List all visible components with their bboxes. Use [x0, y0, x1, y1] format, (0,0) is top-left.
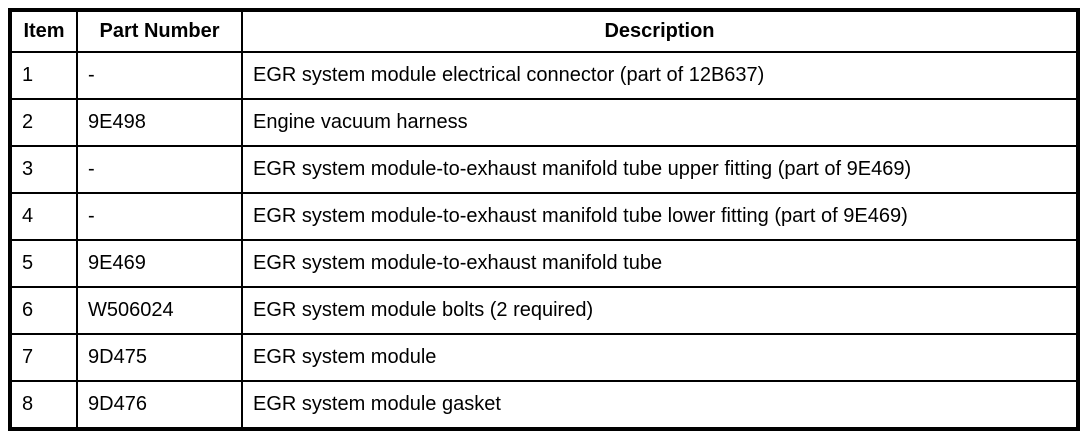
item-cell: 4 [9, 192, 78, 241]
item-cell: 6 [9, 286, 78, 335]
parts-table: Item Part Number Description 1-EGR syste… [8, 8, 1080, 431]
table-row: 1-EGR system module electrical connector… [9, 51, 1079, 100]
column-header-item: Item [9, 9, 78, 53]
part-number-cell: - [76, 145, 243, 194]
item-cell: 5 [9, 239, 78, 288]
table-header: Item Part Number Description [9, 9, 1079, 53]
item-cell: 8 [9, 380, 78, 430]
item-cell: 7 [9, 333, 78, 382]
part-number-cell: 9E469 [76, 239, 243, 288]
item-cell: 3 [9, 145, 78, 194]
description-cell: EGR system module bolts (2 required) [241, 286, 1079, 335]
part-number-cell: 9D475 [76, 333, 243, 382]
item-cell: 2 [9, 98, 78, 147]
part-number-cell: 9D476 [76, 380, 243, 430]
description-cell: EGR system module electrical connector (… [241, 51, 1079, 100]
table-body: 1-EGR system module electrical connector… [9, 51, 1079, 430]
table-row: 4-EGR system module-to-exhaust manifold … [9, 192, 1079, 241]
description-cell: EGR system module gasket [241, 380, 1079, 430]
column-header-part-number: Part Number [76, 9, 243, 53]
part-number-cell: - [76, 51, 243, 100]
part-number-cell: - [76, 192, 243, 241]
table-row: 3-EGR system module-to-exhaust manifold … [9, 145, 1079, 194]
part-number-cell: 9E498 [76, 98, 243, 147]
description-cell: Engine vacuum harness [241, 98, 1079, 147]
description-cell: EGR system module [241, 333, 1079, 382]
header-row: Item Part Number Description [9, 9, 1079, 53]
description-cell: EGR system module-to-exhaust manifold tu… [241, 192, 1079, 241]
column-header-description: Description [241, 9, 1079, 53]
description-cell: EGR system module-to-exhaust manifold tu… [241, 145, 1079, 194]
item-cell: 1 [9, 51, 78, 100]
part-number-cell: W506024 [76, 286, 243, 335]
description-cell: EGR system module-to-exhaust manifold tu… [241, 239, 1079, 288]
